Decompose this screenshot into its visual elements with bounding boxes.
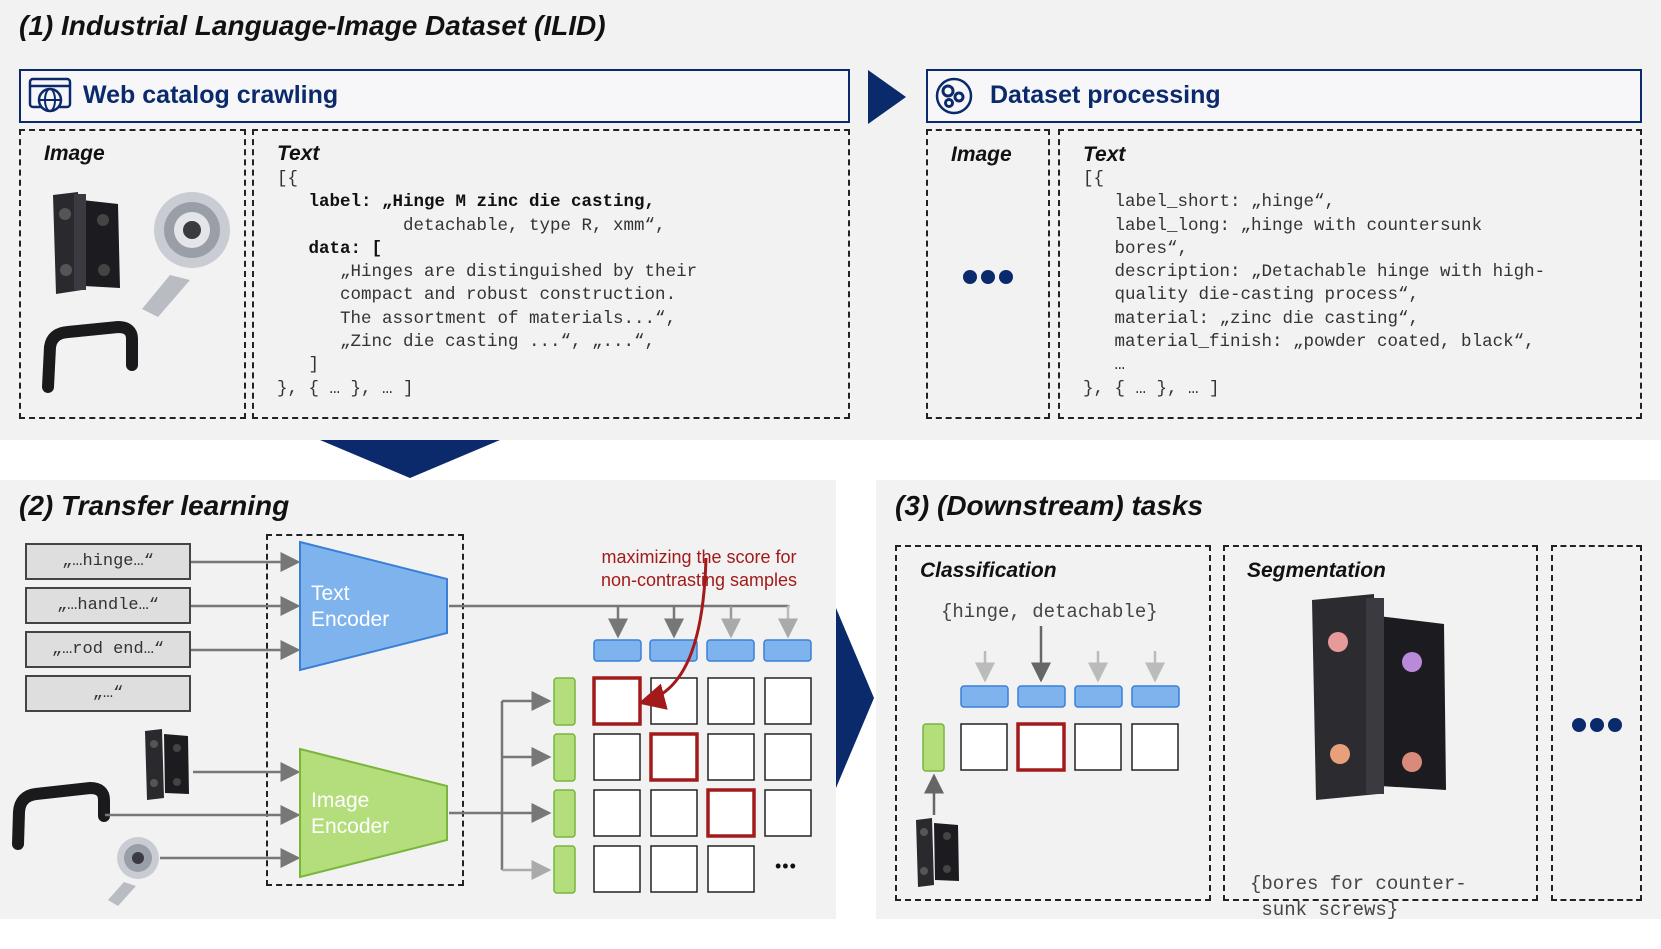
- classification-label: Classification: [920, 559, 1057, 582]
- handle-icon: [42, 320, 138, 393]
- connections-left: [105, 552, 301, 868]
- segmentation-label: Segmentation: [1247, 559, 1386, 582]
- dataset-processing-bar: Dataset processing: [926, 69, 1642, 123]
- image-embedding: [553, 789, 576, 838]
- segmentation-box: [1223, 545, 1538, 901]
- classification-diagram: [922, 626, 1180, 815]
- hinge-icon: [916, 818, 959, 887]
- processing-json-code: [{ label_short: „hinge“, label_long: „hi…: [1083, 169, 1546, 399]
- processing-text-label: Text: [1083, 143, 1126, 166]
- matrix-cell-positive: [706, 788, 756, 838]
- text-embedding: [706, 639, 755, 662]
- hinge-icon: [53, 192, 120, 294]
- more-dots-icon: [963, 270, 1013, 284]
- matrix-cell: [650, 845, 698, 893]
- classification-box: [895, 545, 1211, 901]
- matrix-cell: [707, 845, 755, 893]
- web-catalog-crawling-bar: Web catalog crawling: [19, 69, 850, 123]
- hinge-icon: [145, 729, 189, 800]
- text-input-more: „…“: [25, 675, 191, 712]
- matrix-cell: [593, 733, 641, 781]
- matrix-cell: [650, 789, 698, 837]
- rod-end-icon: [108, 837, 159, 906]
- image-embedding: [553, 845, 576, 894]
- text-encoder-block: [299, 540, 448, 672]
- classification-prompt: {hinge, detachable}: [941, 601, 1158, 623]
- section-2-title: (2) Transfer learning: [19, 490, 290, 521]
- section-1-title: (1) Industrial Language-Image Dataset (I…: [19, 10, 606, 41]
- crawl-text-label: Text: [277, 142, 320, 165]
- arrow-down-icon: [320, 440, 500, 478]
- text-input-rod-end: „…rod end…“: [25, 631, 191, 668]
- score-arrow: [638, 557, 708, 710]
- crawl-text-box: [252, 129, 850, 419]
- image-encoder-block: [299, 747, 448, 879]
- segmented-hinge-icon: [1312, 594, 1446, 800]
- matrix-cell: [764, 677, 812, 725]
- processing-text-box: [1058, 129, 1642, 419]
- image-embedding: [553, 677, 576, 726]
- encoder-box: [266, 534, 464, 886]
- matrix-cell-positive: [649, 732, 699, 782]
- web-catalog-icon: [28, 77, 72, 113]
- dataset-processing-title: Dataset processing: [990, 81, 1221, 109]
- more-dots-icon: [1572, 718, 1622, 732]
- similarity-matrix: [449, 557, 812, 894]
- matrix-cell: [764, 789, 812, 837]
- crawl-image-box: [19, 129, 246, 419]
- matrix-cell: [593, 789, 641, 837]
- arrow-right-icon: [836, 608, 874, 788]
- matrix-cell: [593, 845, 641, 893]
- processing-image-label: Image: [951, 143, 1012, 166]
- text-input-hinge: „…hinge…“: [25, 543, 191, 580]
- segmentation-prompt: {bores for counter- sunk screws}: [1250, 873, 1467, 921]
- crawl-image-label: Image: [44, 142, 105, 165]
- matrix-cell: [707, 733, 755, 781]
- section-3-title: (3) (Downstream) tasks: [895, 490, 1204, 521]
- matrix-cell: [707, 677, 755, 725]
- image-embedding: [553, 733, 576, 782]
- more-tasks-box: [1551, 545, 1642, 901]
- web-catalog-crawling-title: Web catalog crawling: [83, 81, 339, 109]
- handle-icon: [12, 781, 110, 850]
- text-input-handle: „…handle…“: [25, 587, 191, 624]
- matrix-cell: [764, 733, 812, 781]
- arrow-right-icon: [868, 70, 906, 124]
- gears-icon: [935, 77, 973, 115]
- text-embedding: [763, 639, 812, 662]
- text-embedding: [649, 639, 698, 662]
- rod-end-icon: [142, 192, 230, 317]
- crawl-json-code: [{ label: „Hinge M zinc die casting, det…: [277, 169, 698, 399]
- text-embedding: [593, 639, 642, 662]
- matrix-ellipsis: •••: [775, 856, 797, 876]
- processing-image-box: [926, 129, 1050, 419]
